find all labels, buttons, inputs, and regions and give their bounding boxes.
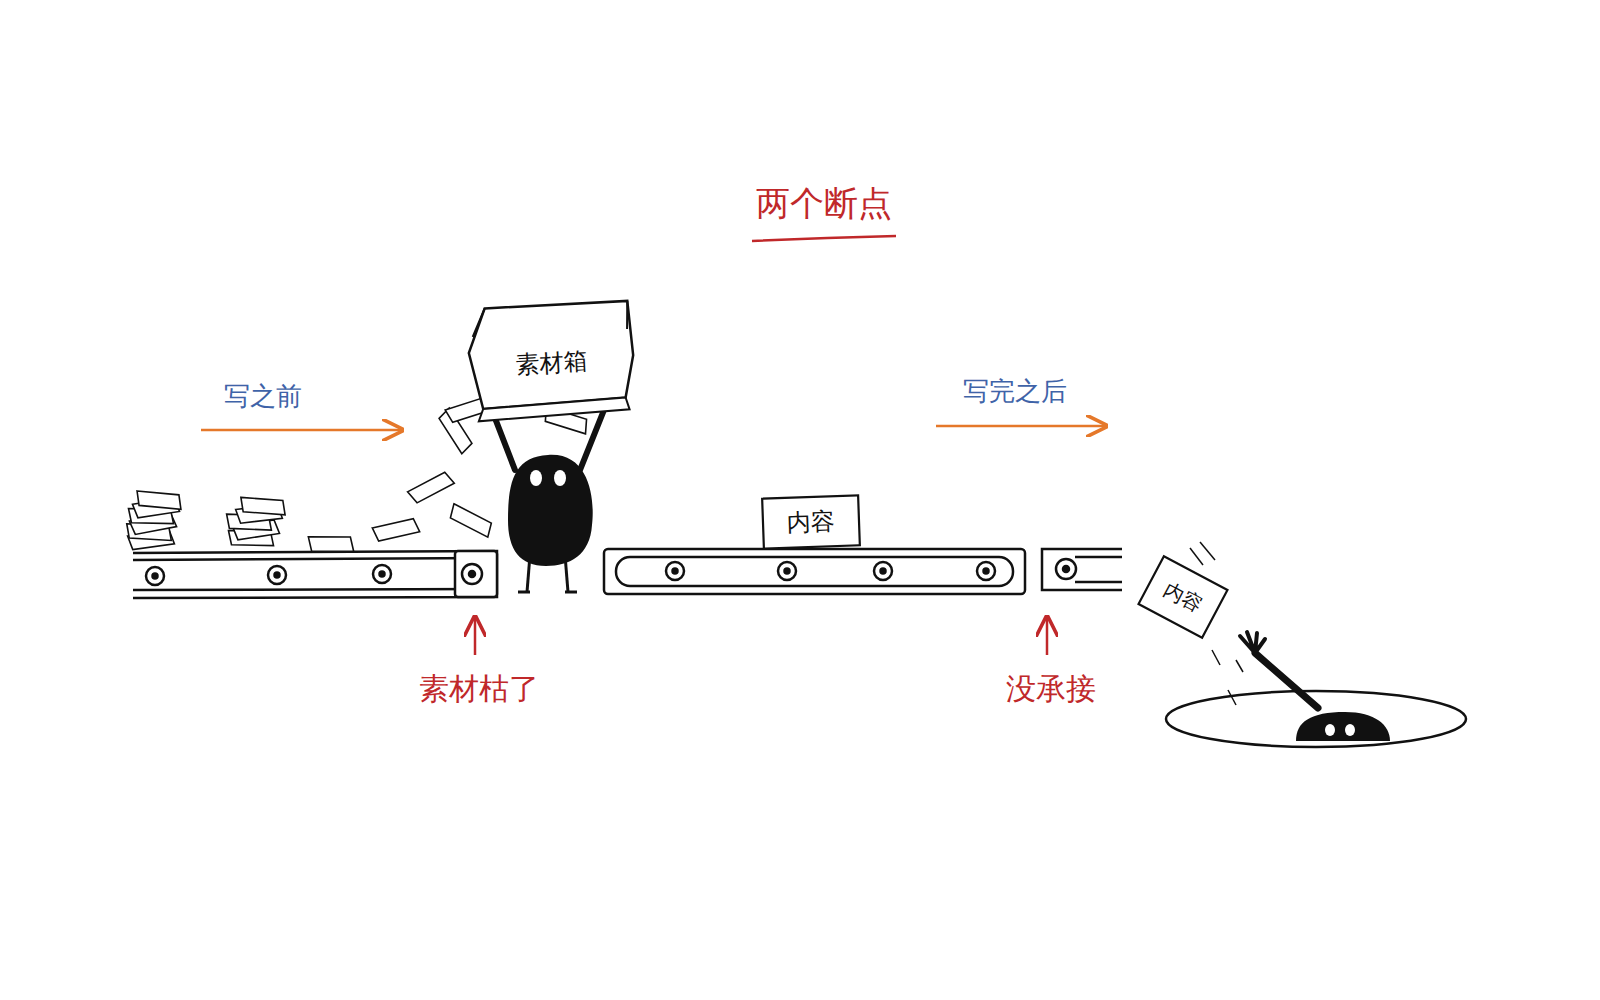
conveyor-belt — [1042, 549, 1122, 590]
title-underline — [752, 236, 896, 241]
paper-sheet — [407, 471, 455, 505]
paper-sheet — [135, 489, 183, 511]
annotation-label: 写之前 — [224, 382, 302, 411]
title: 两个断点 — [756, 185, 892, 222]
paper-sheet — [447, 502, 495, 539]
conveyor-belt — [604, 549, 1025, 594]
flow-arrow — [201, 429, 402, 432]
conveyor-belt — [133, 551, 497, 598]
paper-sheet — [372, 518, 420, 542]
content-card: 内容 — [761, 494, 861, 549]
annotation-label: 素材枯了 — [419, 672, 539, 705]
pointer-arrow — [474, 617, 477, 655]
material-box: 素材箱 — [464, 296, 637, 411]
paper-pile — [125, 396, 590, 553]
pointer-arrow — [1046, 617, 1049, 655]
annotation-label: 写完之后 — [963, 377, 1067, 406]
paper-sheet — [239, 495, 287, 516]
node-label: 素材箱 — [515, 348, 588, 378]
annotation-label: 没承接 — [1006, 672, 1096, 705]
flow-arrow — [936, 425, 1106, 428]
paper-sheet — [308, 535, 355, 553]
character — [1166, 632, 1466, 747]
character — [488, 400, 608, 592]
content-card: 内容 — [1137, 555, 1229, 639]
node-label: 内容 — [787, 508, 836, 536]
